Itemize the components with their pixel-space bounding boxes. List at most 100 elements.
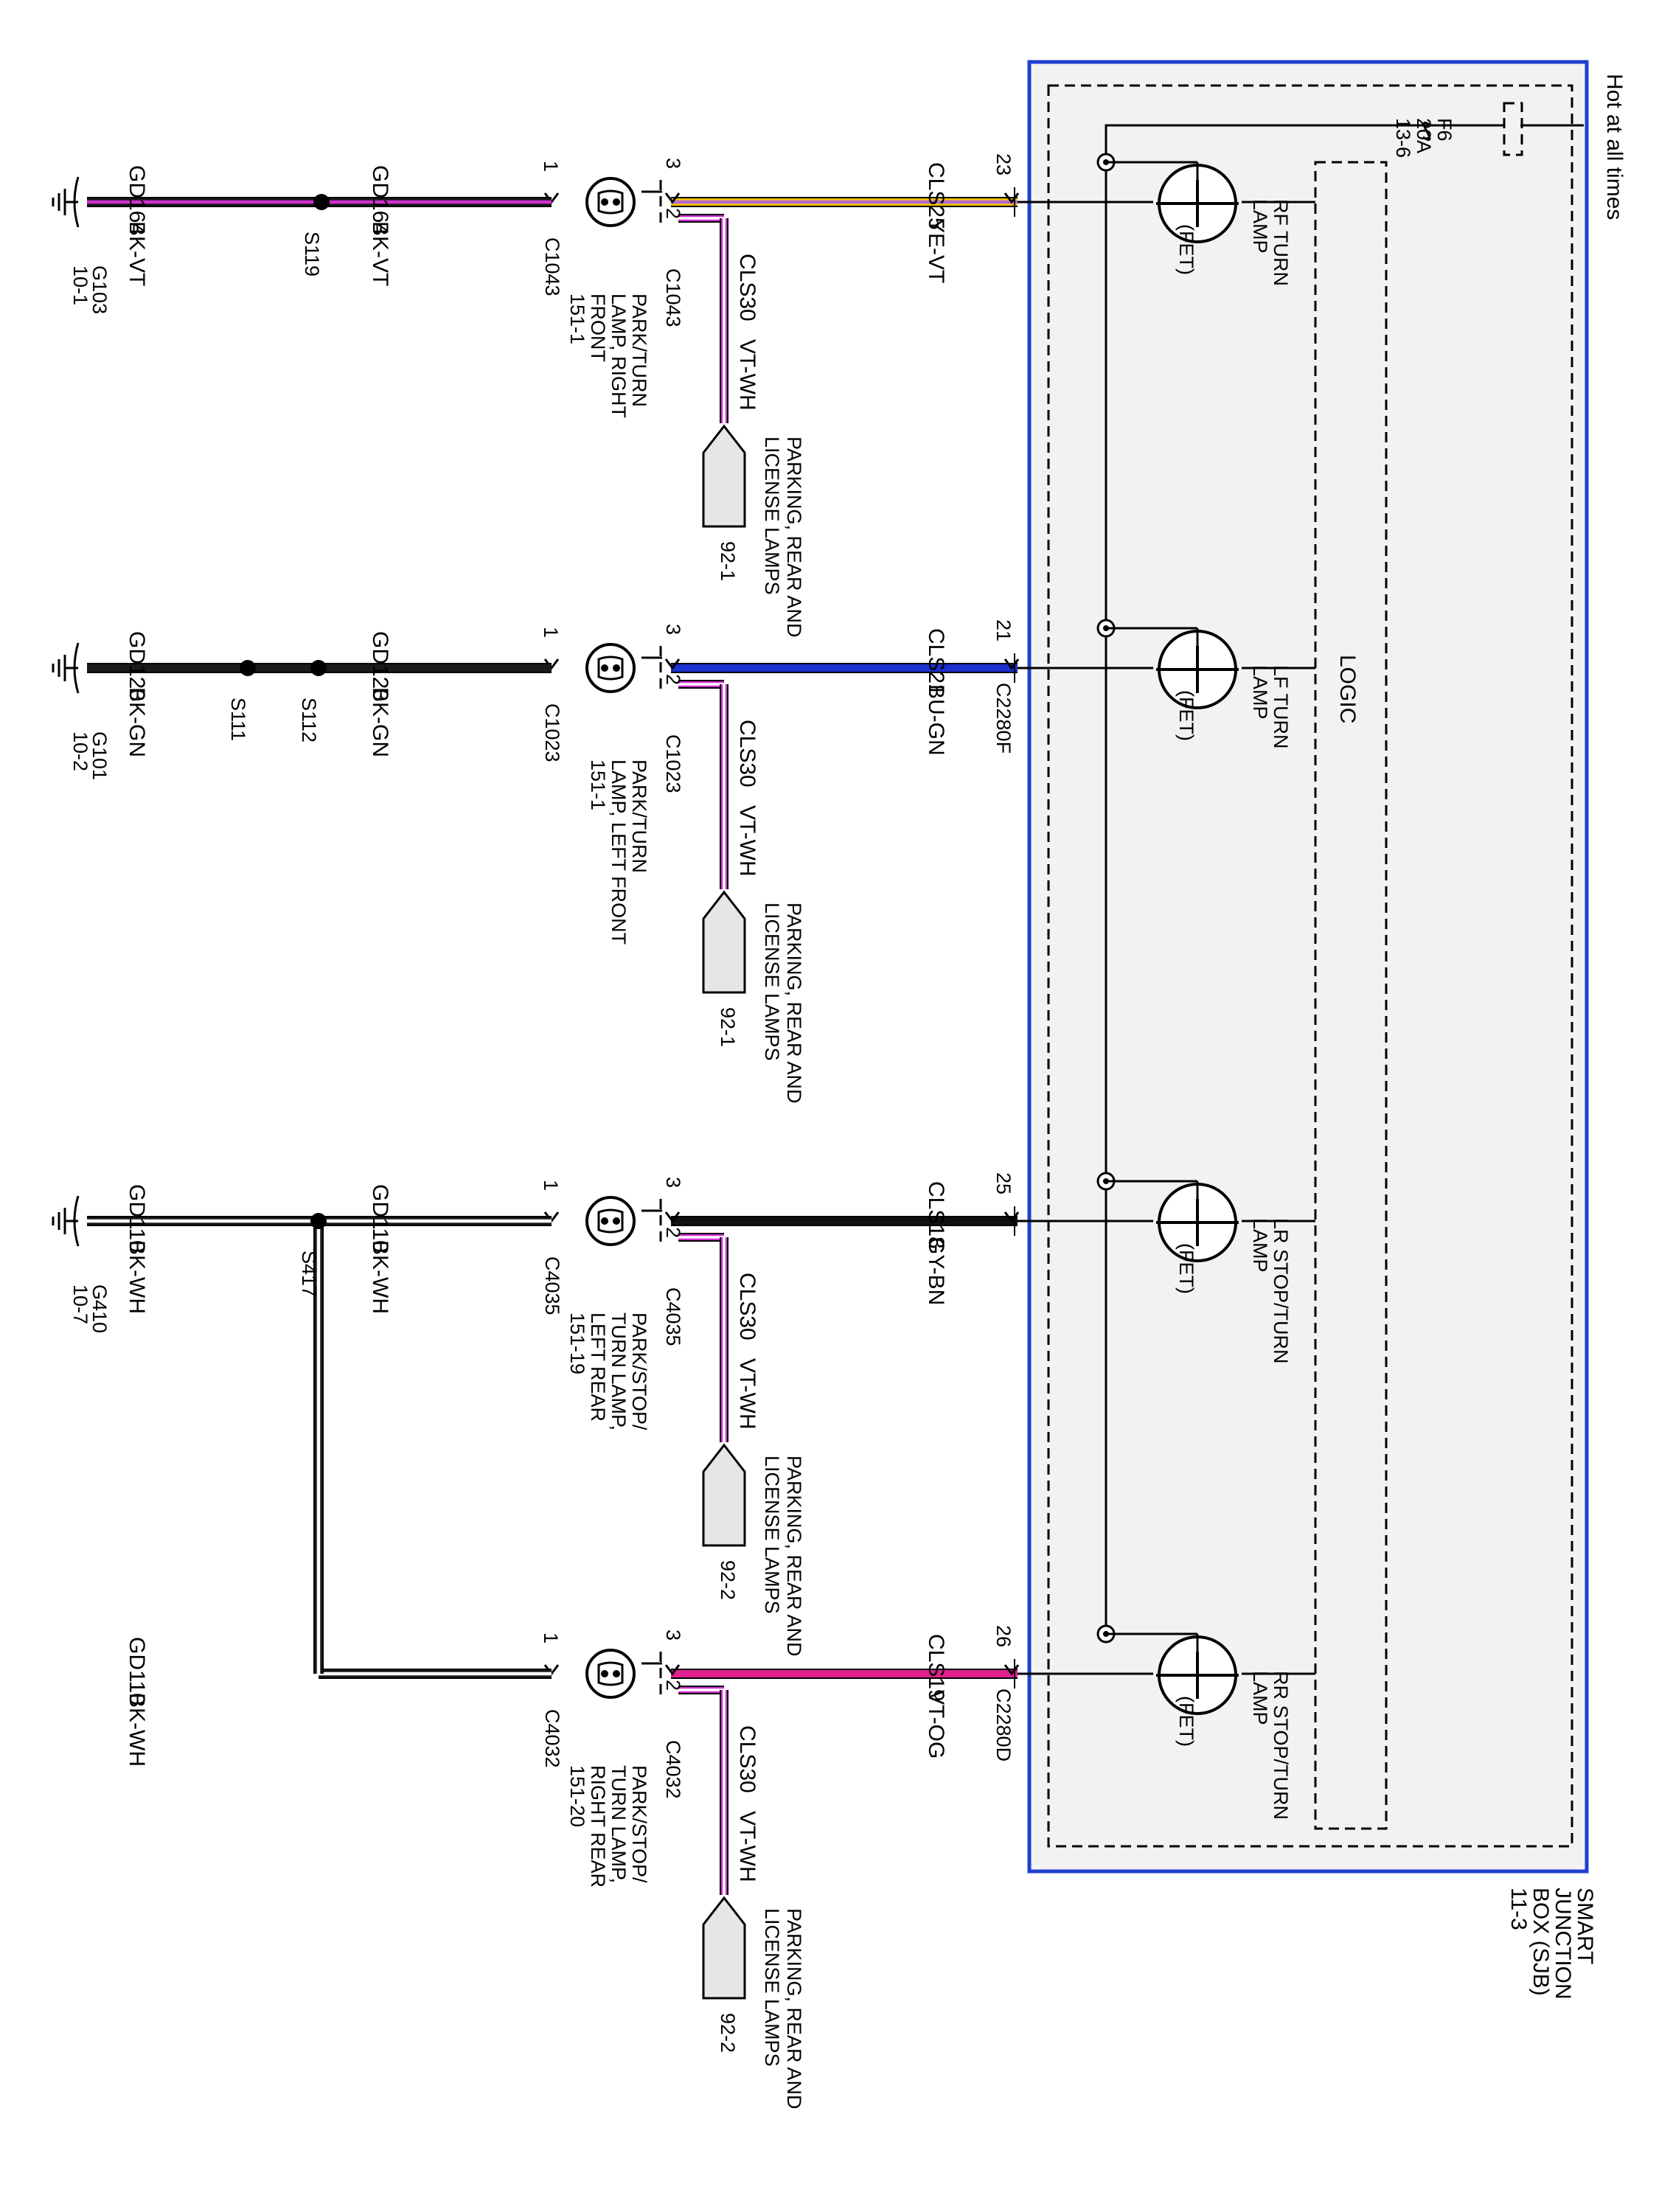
lf-lamp-pin-park: 2 [662, 674, 684, 685]
lr-splice-s417 [310, 1213, 327, 1229]
lf-ground-wire-color-a: BK-GN [125, 687, 149, 757]
rf-lamp-pin-ground: 1 [540, 161, 562, 172]
rf-feed-wire-circuit: CLS25 [924, 162, 948, 230]
rf-lamp-icon [585, 177, 636, 227]
rr-lamp-pin-park: 2 [662, 1680, 684, 1691]
rr-lamp-pin-feed-arrow [664, 1664, 681, 1676]
lf-lamp-name-line-0: PARK/TURN [628, 759, 650, 873]
logic-block [1314, 161, 1388, 1830]
lf-ground-ref: 10-2 [69, 731, 91, 771]
rr-feed-wire-color: VT-OG [924, 1690, 948, 1759]
lf-ground-icon [52, 641, 80, 695]
rf-feed-wire-color: YE-VT [924, 218, 948, 283]
lr-lamp-name-line-2: LEFT REAR [587, 1312, 609, 1422]
rr-lamp-name-line-3: 151-20 [566, 1765, 588, 1827]
lr-ground-wire-color-b: BK-WH [368, 1240, 392, 1314]
rf-ground-wire-color-b: BK-VT [368, 221, 392, 286]
circuit-group [52, 153, 1315, 2000]
lf-park-dest-line-1: LICENSE LAMPS [761, 902, 783, 1061]
rr-lamp-icon [585, 1649, 636, 1699]
rr-park-dest-line-0: PARKING, REAR AND [783, 1908, 805, 2110]
lf-lamp-name-line-1: LAMP, LEFT FRONT [608, 759, 630, 945]
lr-ground-wire-circuit-b: GD110 [368, 1184, 392, 1253]
lf-ground-id: G101 [88, 731, 111, 780]
lr-page-ref-connector-icon [702, 1443, 746, 1547]
lf-splice-label-0: S111 [227, 698, 249, 741]
rf-ground-icon [52, 175, 80, 229]
hot-at-all-times-label: Hot at all times [1602, 74, 1627, 220]
rf-fet-tag: (FET) [1175, 224, 1197, 275]
lf-splice-s111 [240, 660, 256, 676]
power-bus-line [1105, 124, 1504, 1637]
lr-lamp-name-line-0: PARK/STOP/ [628, 1312, 650, 1430]
rf-ground-ref: 10-1 [69, 265, 91, 305]
rr-lamp-pin-ground: 1 [540, 1632, 562, 1644]
lf-ground-wire-color-b: BK-GN [368, 687, 392, 757]
lf-park-wire-circuit: CLS30 [735, 720, 759, 787]
fuse-label-line-2: 13-6 [1392, 118, 1414, 158]
lr-splice-label-0: S417 [298, 1251, 320, 1297]
rr-lamp-name-line-1: TURN LAMP, [608, 1765, 630, 1883]
lf-feed-wire-color: BU-GN [924, 684, 948, 756]
rf-lamp-pin-park: 2 [662, 208, 684, 219]
lr-fet-tag: (FET) [1175, 1243, 1197, 1294]
rr-park-dest-line-1: LICENSE LAMPS [761, 1908, 783, 2067]
rf-fet-label-line-0: RF TURN [1270, 199, 1292, 286]
sjb-outer-border [1027, 60, 1589, 1874]
lr-ground-connector-label: C4035 [541, 1256, 563, 1315]
lr-ground-wire-color-a: BK-WH [125, 1240, 149, 1314]
lf-park-dest-line-0: PARKING, REAR AND [783, 902, 805, 1104]
lf-lamp-icon [585, 643, 636, 693]
rf-park-dest-line-1: LICENSE LAMPS [761, 437, 783, 595]
lr-lamp-pin-park: 2 [662, 1227, 684, 1238]
lr-ground-ref: 10-7 [69, 1284, 91, 1324]
rf-lamp-name-line-1: LAMP, RIGHT [608, 293, 630, 418]
sjb-label-line-0: SMART [1573, 1888, 1597, 1964]
rf-park-dest-line-0: PARKING, REAR AND [783, 437, 805, 638]
logic-label: LOGIC [1335, 655, 1360, 723]
rr-lamp-name-line-0: PARK/STOP/ [628, 1765, 650, 1883]
lf-fet-tag: (FET) [1175, 690, 1197, 741]
fuse-box-icon [1503, 102, 1523, 156]
lr-ground-wire-circuit-a: GD110 [125, 1184, 149, 1253]
rf-park-ref: 92-1 [717, 541, 739, 581]
lr-feed-wire-circuit: CLS18 [924, 1181, 948, 1249]
lr-lamp-pin-feed-arrow [664, 1211, 681, 1223]
lr-lamp-pin-feed: 3 [662, 1177, 684, 1188]
fuse-label-line-1: 20A [1413, 118, 1435, 153]
rr-sjb-pin-arrow [1004, 1664, 1020, 1676]
rf-splice-label-0: S119 [301, 232, 323, 276]
smart-junction-box [1027, 60, 1589, 1874]
lr-park-dest-line-0: PARKING, REAR AND [783, 1455, 805, 1657]
lr-park-wire-circuit: CLS30 [735, 1273, 759, 1340]
lr-lamp-connector-label: C4035 [662, 1287, 684, 1346]
lf-page-ref-connector-icon [702, 890, 746, 994]
sjb-label-line-3: 11-3 [1506, 1888, 1531, 1930]
rf-splice-s119 [313, 194, 330, 210]
lr-ground-icon [52, 1194, 80, 1248]
lr-sjb-pin-arrow [1004, 1211, 1020, 1223]
rf-ground-wire-color-a: BK-VT [125, 221, 149, 286]
rf-lamp-name-line-2: FRONT [587, 293, 609, 362]
lf-fet-label-line-0: LF TURN [1270, 665, 1292, 749]
rr-park-ref: 92-2 [717, 2013, 739, 2053]
rr-park-wire-color: VT-WH [735, 1811, 759, 1882]
rf-lamp-name-line-3: 151-1 [566, 293, 588, 344]
rf-ground-wire-circuit-a: GD164 [125, 165, 149, 235]
lr-lamp-pin-ground: 1 [540, 1180, 562, 1191]
lf-sjb-pin-arrow [1004, 658, 1020, 670]
rf-sjb-pin-arrow [1004, 192, 1020, 204]
lr-park-dest-line-1: LICENSE LAMPS [761, 1455, 783, 1614]
lf-ground-wire-circuit-a: GD120 [125, 631, 149, 701]
rr-ground-wire-circuit-a: GD110 [125, 1637, 149, 1705]
rr-page-ref-connector-icon [702, 1896, 746, 2000]
rr-sjb-pin-number: 26 [992, 1625, 1015, 1647]
rr-sjb-connector: C2280D [992, 1688, 1015, 1761]
rr-fet-tag: (FET) [1175, 1696, 1197, 1747]
lr-lamp-name-line-1: TURN LAMP, [608, 1312, 630, 1430]
rr-ground-connector-label: C4032 [541, 1709, 563, 1768]
lf-ground-connector-label: C1023 [541, 703, 563, 762]
lr-ground-id: G410 [88, 1284, 111, 1333]
